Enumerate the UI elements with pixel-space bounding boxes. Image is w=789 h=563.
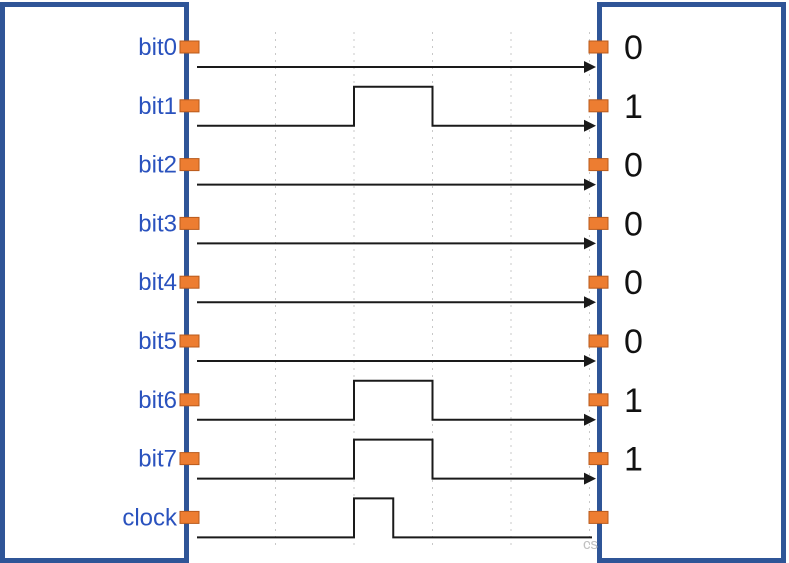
watermark-text: cs [583, 536, 598, 553]
input-label-bit6: bit6 [138, 387, 177, 414]
output-pin-bit7 [588, 452, 609, 466]
input-label-bit7: bit7 [138, 446, 177, 473]
input-label-bit0: bit0 [138, 34, 177, 61]
input-label-bit5: bit5 [138, 328, 177, 355]
signal-waveform-bit1 [197, 85, 586, 127]
output-value-bit5: 0 [624, 323, 643, 361]
output-value-bit0: 0 [624, 29, 643, 67]
input-pin-bit1 [179, 99, 200, 113]
input-label-bit2: bit2 [138, 152, 177, 179]
output-pin-bit6 [588, 393, 609, 407]
signal-waveform-bit7 [197, 438, 586, 480]
output-pin-bit5 [588, 334, 609, 348]
output-value-bit6: 1 [624, 382, 643, 420]
signal-arrowhead-bit6 [584, 413, 596, 426]
signal-arrowhead-bit1 [584, 119, 596, 132]
output-value-bit4: 0 [624, 264, 643, 302]
signal-waveform-bit6 [197, 379, 586, 421]
input-pin-clock [179, 510, 200, 524]
output-value-bit3: 0 [624, 205, 643, 243]
signal-arrowhead-bit4 [584, 296, 596, 309]
output-value-bit7: 1 [624, 441, 643, 479]
input-pin-bit3 [179, 216, 200, 230]
signal-waveform-clock [197, 497, 592, 539]
signal-arrowhead-bit3 [584, 237, 596, 250]
output-value-bit1: 1 [624, 88, 643, 126]
output-pin-bit0 [588, 40, 609, 54]
signal-arrowhead-bit5 [584, 355, 596, 367]
input-label-bit4: bit4 [138, 269, 177, 296]
pin-markers [179, 40, 609, 524]
output-pin-clock [588, 510, 609, 524]
input-label-clock: clock [122, 504, 178, 531]
input-pin-bit7 [179, 452, 200, 466]
output-value-bit2: 0 [624, 147, 643, 185]
signal-labels: bit0 0 bit1 1 bit2 0 bit3 0 bit4 0 bit5 0 bit6 1 bit7 1… [122, 29, 643, 531]
signal-arrowhead-bit7 [584, 472, 596, 485]
signal-arrowhead-bit0 [584, 61, 596, 73]
output-pin-bit2 [588, 158, 609, 172]
input-pin-bit6 [179, 393, 200, 407]
input-label-bit3: bit3 [138, 210, 177, 237]
input-pin-bit2 [179, 158, 200, 172]
output-pin-bit3 [588, 216, 609, 230]
input-pin-bit0 [179, 40, 200, 54]
output-pin-bit1 [588, 99, 609, 113]
signal-rows [197, 61, 596, 539]
output-pin-bit4 [588, 275, 609, 289]
input-label-bit1: bit1 [138, 93, 177, 120]
signal-arrowhead-bit2 [584, 178, 596, 191]
input-pin-bit4 [179, 275, 200, 289]
input-pin-bit5 [179, 334, 200, 348]
